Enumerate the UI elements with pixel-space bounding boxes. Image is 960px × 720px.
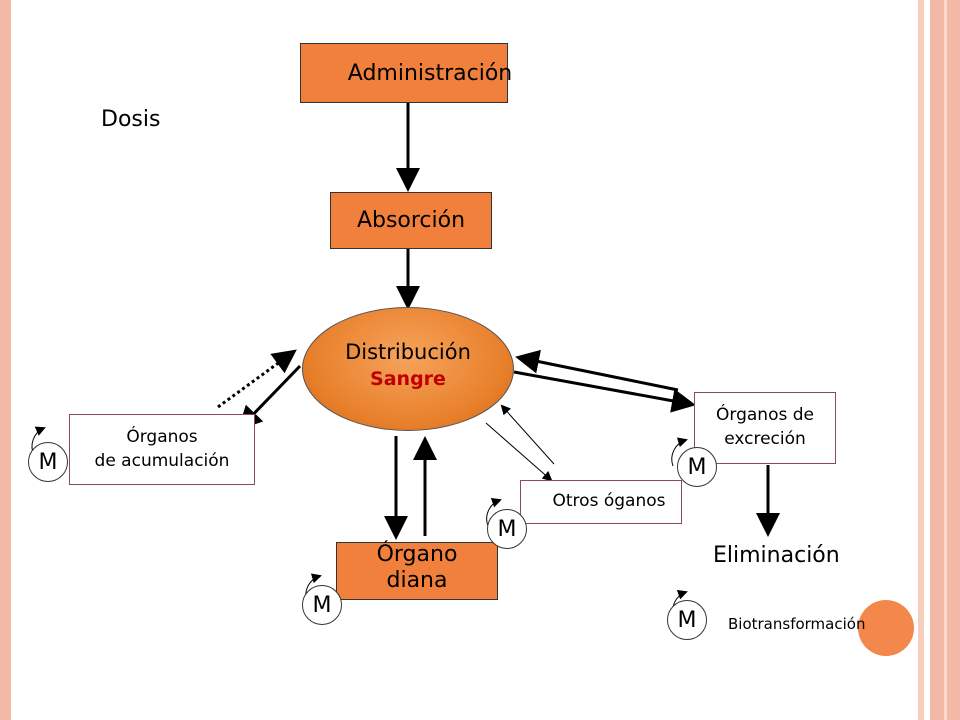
decorative-orange-dot <box>858 600 914 656</box>
arrow-otros-distribucion <box>500 404 555 465</box>
m-label: M <box>687 454 707 480</box>
metabolism-circle: M <box>487 509 527 549</box>
organos-acumulacion-line1: Órganos <box>126 426 198 447</box>
right-frame-bar <box>918 0 924 720</box>
distribucion-ellipse: Distribución Sangre <box>302 307 514 431</box>
organos-excrecion-box: Órganos de excreción <box>694 392 836 464</box>
organos-acumulacion-line2: de acumulación <box>94 450 230 471</box>
metabolism-circle: M <box>28 442 68 482</box>
absorcion-box: Absorción <box>330 192 492 249</box>
m-label: M <box>677 607 697 633</box>
organo-diana-box: Órgano diana <box>336 542 498 600</box>
sangre-text: Sangre <box>370 368 446 390</box>
administracion-box: Administración <box>300 43 512 103</box>
distribucion-text: Distribución <box>345 340 471 364</box>
metabolism-arc <box>671 437 688 467</box>
arrow-distribucion-otros <box>485 422 553 482</box>
administracion-text: Administración <box>347 60 513 86</box>
metabolism-circle: M <box>667 600 707 640</box>
m-label: M <box>312 592 332 618</box>
otros-organos-text: Otros óganos <box>552 491 666 512</box>
m-label: M <box>38 449 58 475</box>
left-frame-bar <box>0 0 11 720</box>
organos-excrecion-line2: excreción <box>724 429 806 449</box>
biotransformacion-label: Biotransformación <box>728 615 866 633</box>
right-frame-stripe <box>944 0 947 720</box>
organos-acumulacion-box: Órganos de acumulación <box>69 414 255 485</box>
eliminacion-label: Eliminación <box>713 543 840 568</box>
arrow-excrecion-distribucion <box>515 349 679 392</box>
dosis-label: Dosis <box>101 107 161 132</box>
metabolism-circle: M <box>677 447 717 487</box>
otros-organos-box: Otros óganos <box>520 480 682 524</box>
absorcion-text: Absorción <box>356 208 466 233</box>
arrow-distribucion-excrecion <box>513 370 696 413</box>
arrow-acumulacion-distribucion-dotted <box>217 349 297 409</box>
organo-diana-line2: diana <box>386 568 448 593</box>
organo-diana-line1: Órgano <box>376 541 458 567</box>
metabolism-circle: M <box>302 585 342 625</box>
m-label: M <box>497 516 517 542</box>
organos-excrecion-line1: Órganos de <box>716 405 814 426</box>
